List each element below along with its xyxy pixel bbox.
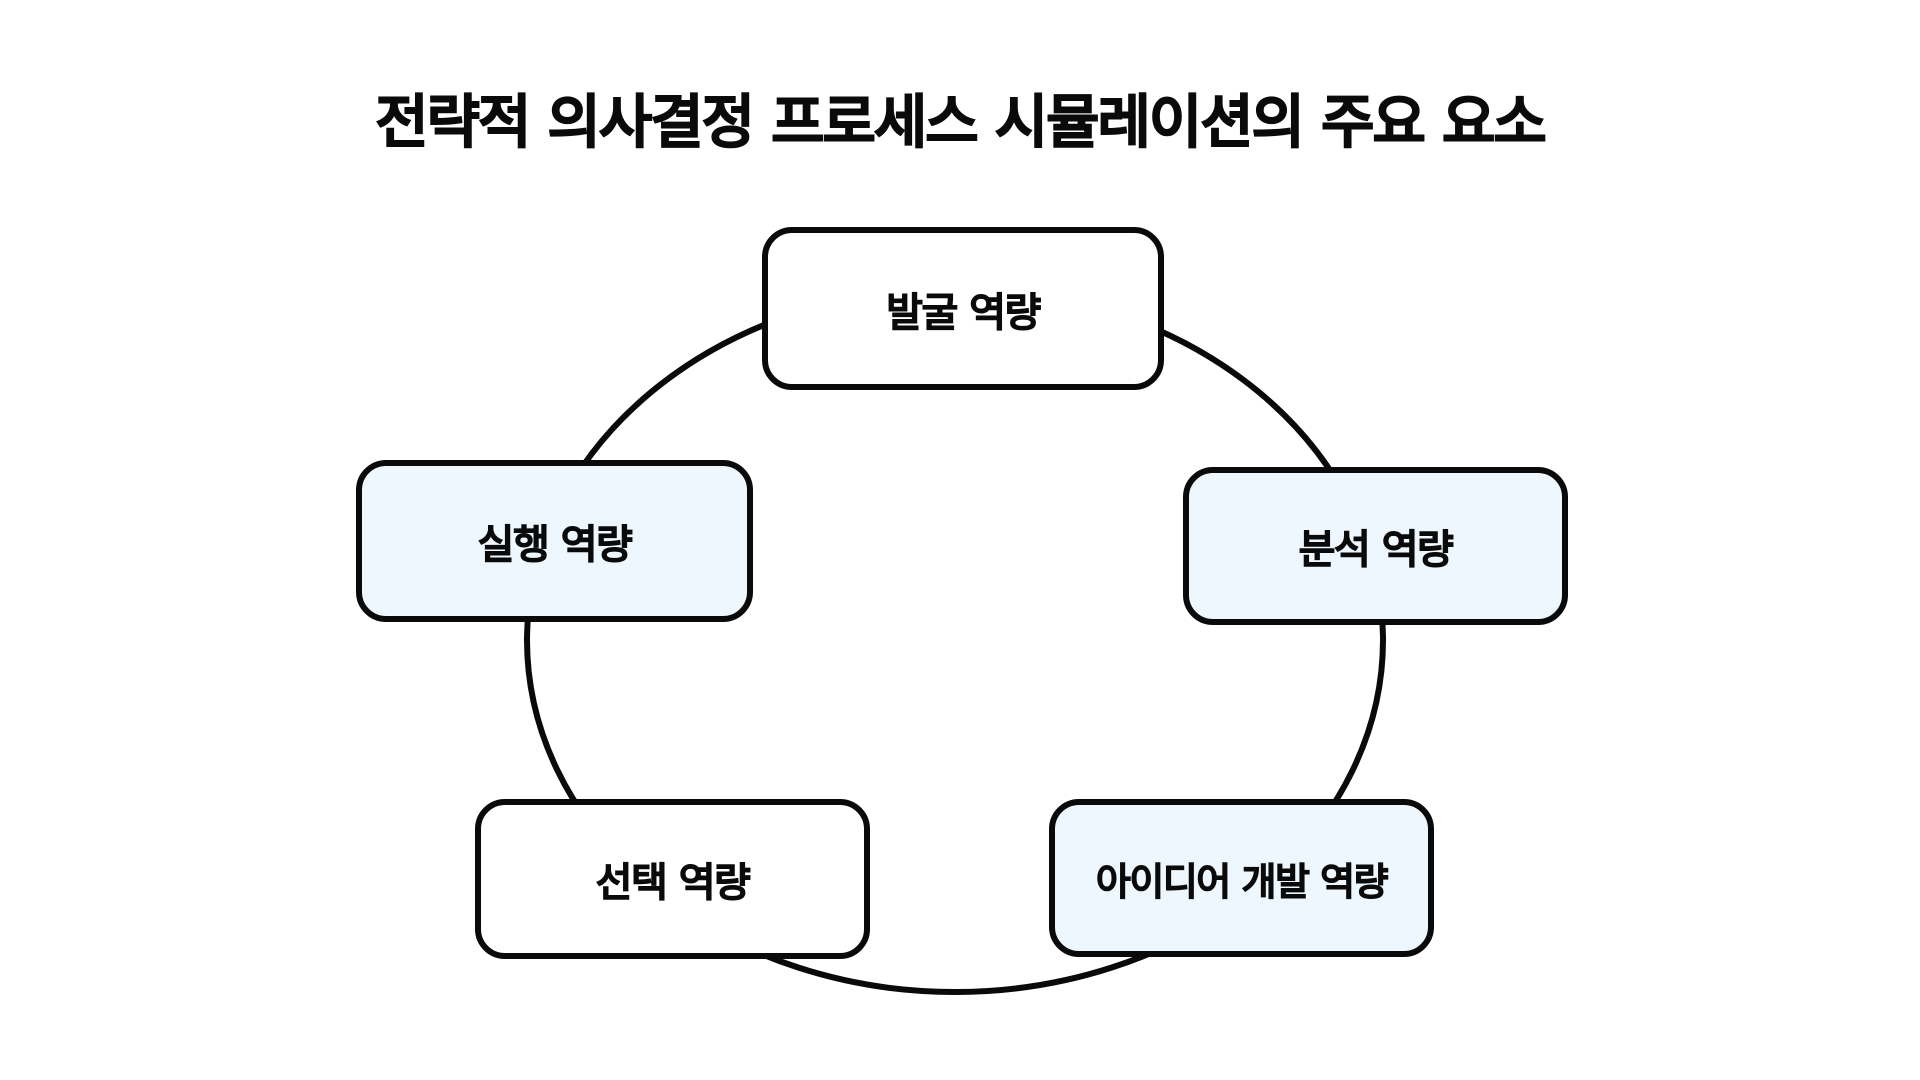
diagram-title: 전략적 의사결정 프로세스 시뮬레이션의 주요 요소 — [375, 87, 1548, 156]
node-idea-development-label: 아이디어 개발 역량 — [1095, 859, 1389, 904]
node-execution: 실행 역량 — [356, 460, 753, 622]
node-discovery: 발굴 역량 — [762, 227, 1164, 390]
node-selection-label: 선택 역량 — [595, 860, 751, 907]
node-analysis: 분석 역량 — [1183, 467, 1568, 625]
node-analysis-label: 분석 역량 — [1298, 527, 1454, 574]
node-idea-development: 아이디어 개발 역량 — [1049, 799, 1434, 957]
node-discovery-label: 발굴 역량 — [886, 289, 1042, 336]
node-execution-label: 실행 역량 — [477, 522, 633, 569]
node-selection: 선택 역량 — [475, 799, 870, 959]
